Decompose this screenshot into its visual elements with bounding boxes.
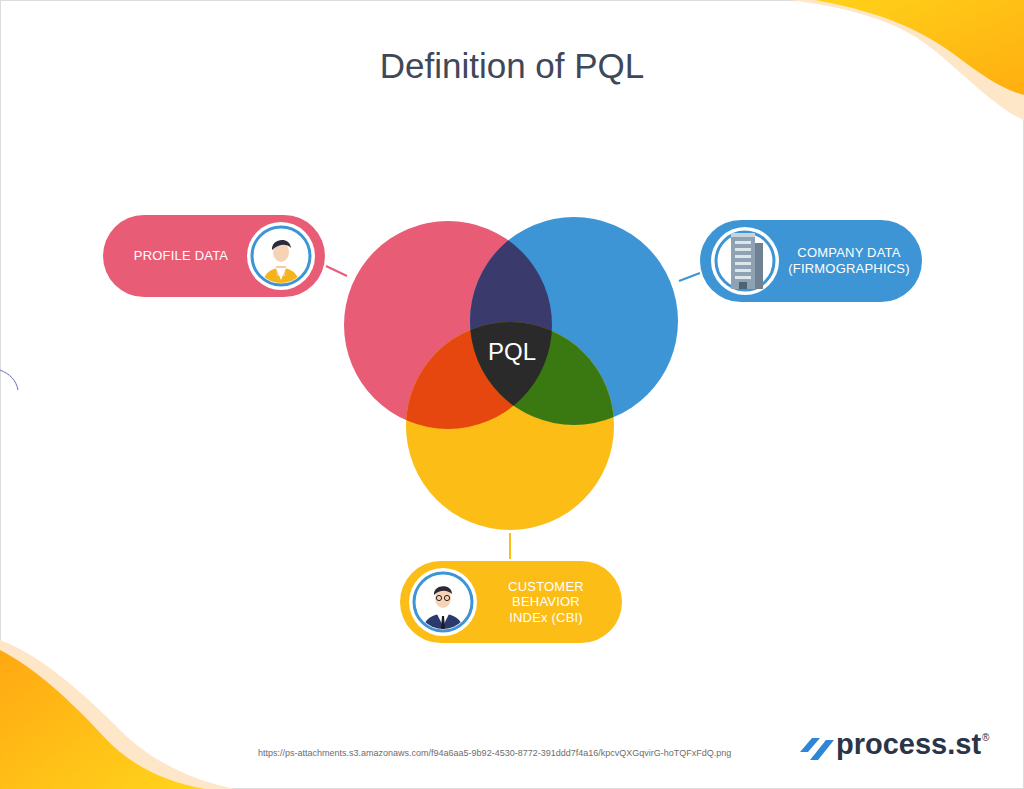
corner-wave: [0, 650, 205, 789]
pill-shape: [103, 215, 325, 297]
person-avatar: [409, 568, 477, 636]
leader-line: [679, 273, 700, 281]
pill-node: CUSTOMER BEHAVIOR INDEx (CBI): [400, 561, 622, 643]
leader-line: [326, 266, 347, 276]
building-icon: [711, 227, 779, 295]
pill-label: CUSTOMER BEHAVIOR INDEx (CBI): [491, 579, 601, 626]
decor-arc: [0, 370, 18, 390]
diagram-title: Definition of PQL: [0, 46, 1024, 86]
person-avatar: [247, 222, 315, 290]
corner-wave: [790, 0, 1024, 120]
logo-icon: [800, 738, 834, 760]
leader-line: [509, 533, 511, 559]
pill-node: COMPANY DATA (FIRMOGRAPHICS): [700, 220, 922, 302]
venn-diagram: [344, 217, 678, 530]
venn-label: PQL: [488, 338, 536, 367]
pill-label: COMPANY DATA (FIRMOGRAPHICS): [787, 245, 911, 276]
source-url: https://ps-attachments.s3.amazonaws.com/…: [258, 748, 731, 758]
venn-center: PQL: [472, 330, 552, 374]
pill-shape: [400, 561, 622, 643]
pill-node: PROFILE DATA: [103, 215, 325, 297]
registered-mark: ®: [982, 732, 989, 743]
corner-wave: [0, 640, 235, 789]
pill-shape: [700, 220, 922, 302]
logo-text: process.st: [836, 728, 981, 761]
corner-wave: [815, 0, 1024, 95]
pill-label: PROFILE DATA: [134, 248, 228, 264]
